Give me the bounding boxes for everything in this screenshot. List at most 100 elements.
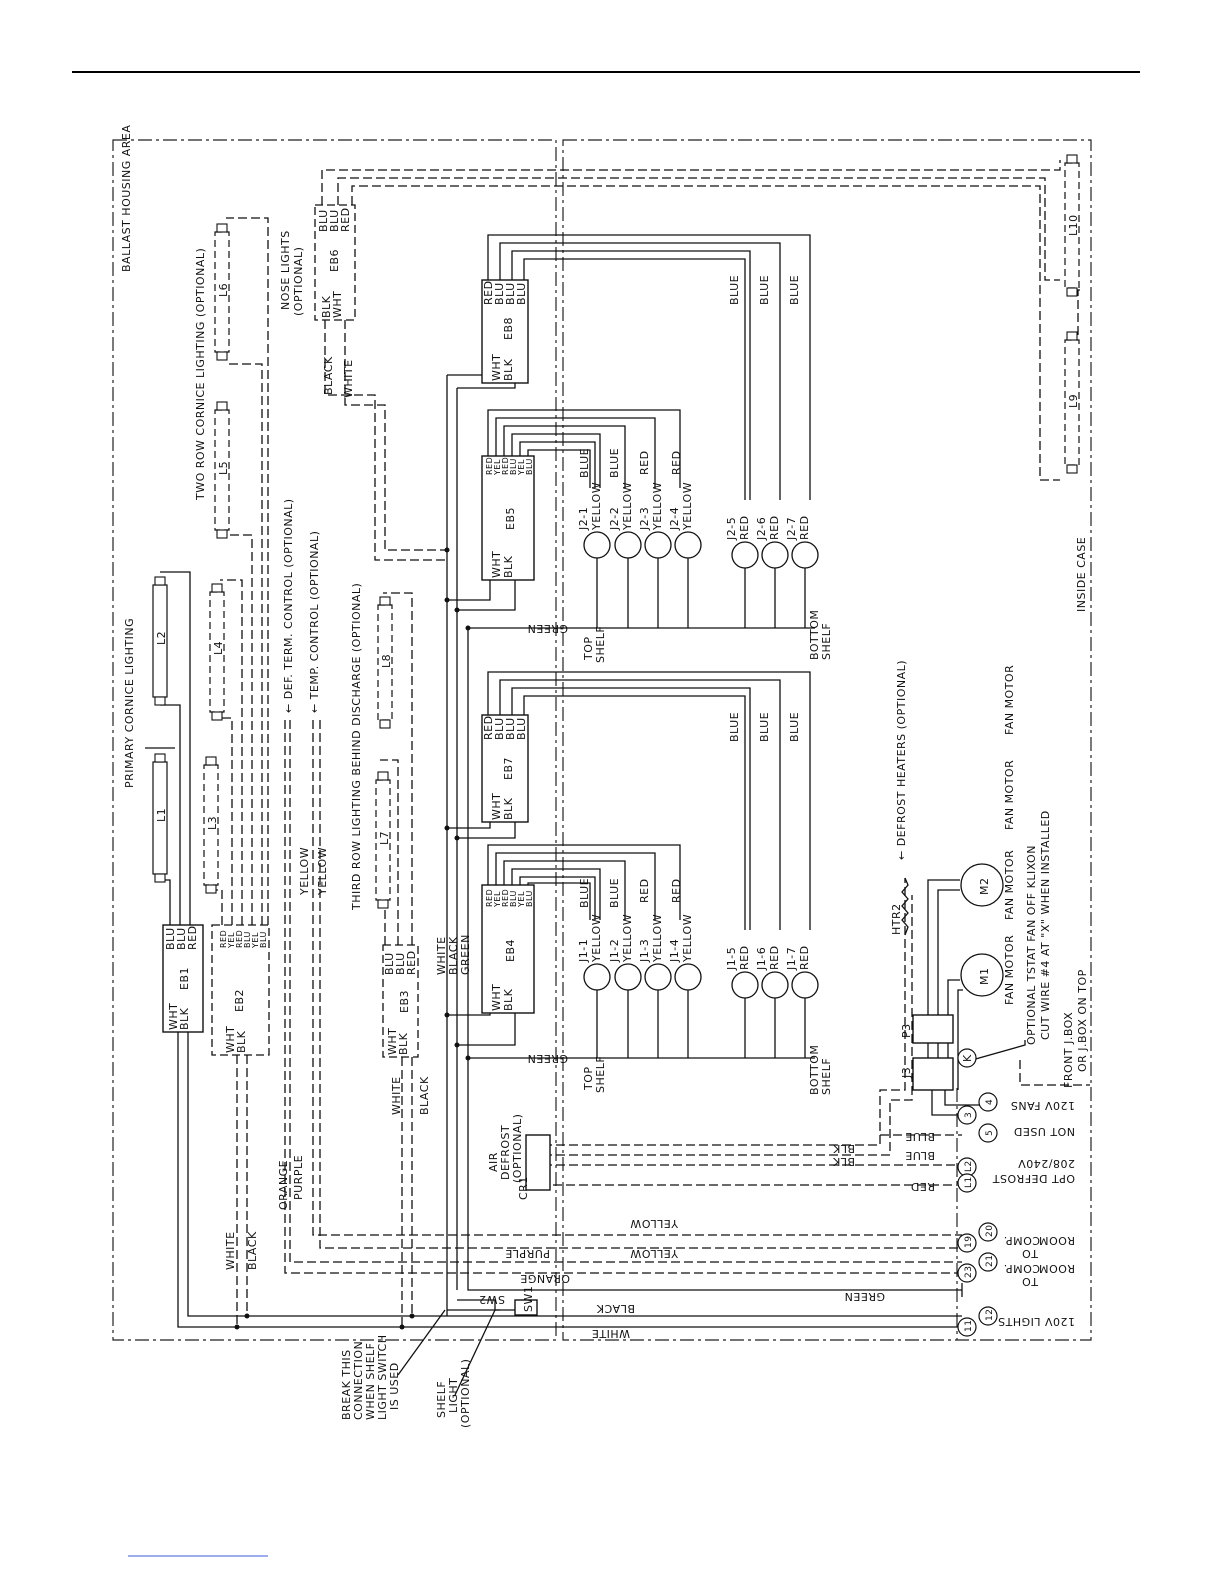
socket-J2-7 [791, 541, 819, 569]
ballast-EB7 [481, 714, 529, 823]
defrost-volt-label: 208/240V [1018, 1157, 1075, 1170]
socket-J1-6 [761, 971, 789, 999]
eb4-pin: BLU [509, 890, 518, 907]
eb5-pin: YEL [493, 459, 502, 476]
nose-white-label: WHITE [342, 359, 355, 398]
eb7-feed-blk [457, 822, 516, 839]
eb4-pin: YEL [517, 891, 526, 908]
defrost-blu-1 [530, 878, 906, 1146]
j2-3-label: J2-3 [638, 507, 651, 531]
fan-motor-label-4: FAN MOTOR [1003, 665, 1016, 735]
eb2-pin: RED [219, 930, 228, 948]
eb6-wht: WHT [331, 291, 344, 318]
j1-wire-red: RED [768, 945, 781, 970]
eb2-wires-6 [226, 217, 269, 925]
eb5-pin: RED [501, 457, 510, 475]
eb3-red: RED [405, 950, 418, 975]
green-label: GREEN [527, 622, 568, 635]
socket-J2-1 [583, 531, 611, 559]
j1-wire-yellow: YELLOW [621, 914, 634, 963]
j1-3-label: J1-3 [638, 939, 651, 963]
eb3-wires-2 [380, 759, 399, 945]
terminal-L1 [957, 1173, 977, 1193]
lamp-cap [205, 756, 217, 766]
eb4-pin: RED [485, 889, 494, 907]
socket-J2-5 [731, 541, 759, 569]
eb7-blu2: BLU [504, 717, 517, 740]
j1-1-label: J1-1 [577, 939, 590, 963]
eb4-pin: BLU [525, 890, 534, 907]
j1-wire-red: RED [798, 945, 811, 970]
eb2-wht: WHT [224, 1026, 237, 1053]
eb6-name: EB6 [328, 249, 341, 272]
j1-4-label: J1-4 [668, 939, 681, 963]
inside-case-label: INSIDE CASE [1075, 537, 1088, 612]
eb7-red [487, 671, 811, 930]
wire-blue-tag: BLUE [758, 712, 771, 742]
two-row-cornice-label: TWO ROW CORNICE LIGHTING (OPTIONAL) [194, 248, 207, 501]
eb6-blu2 [337, 177, 1060, 281]
blue-wire-label: BLUE [905, 1130, 935, 1143]
fan-motor-M2 [960, 863, 1004, 907]
sw1-label: SW1 [522, 1286, 535, 1312]
l9-l10-link [1077, 289, 1080, 335]
orange-wire-label: ORANGE [520, 1272, 570, 1285]
eb5-pin: YEL [517, 459, 526, 476]
eb2-pin: YEL [251, 932, 260, 949]
terminal-L2-num: L2 [964, 1160, 974, 1172]
lamp-cap [216, 223, 228, 233]
eb1-blu1: BLU [164, 927, 177, 950]
eb5-red2 [503, 425, 626, 488]
j3-to-terminals-2 [944, 1090, 985, 1106]
eb7-blu1: BLU [493, 717, 506, 740]
socket-J2-2 [614, 531, 642, 559]
defrost-heaters-label: ← DEFROST HEATERS (OPTIONAL) [895, 660, 908, 860]
socket-J2-4 [674, 531, 702, 559]
lamp-L6-label: L6 [217, 283, 230, 297]
switch-SW1 [514, 1299, 538, 1316]
blue-wire-label-2: BLUE [905, 1149, 935, 1162]
shelf-light-note-3: (OPTIONAL) [459, 1359, 472, 1428]
bottom-shelf-label-2: SHELF [820, 623, 833, 660]
shelf-light-note-2: LIGHT [447, 1378, 460, 1413]
eb4-feed-blk [457, 1013, 516, 1046]
lamp-L7-label: L7 [378, 831, 391, 845]
lamp-cap [211, 711, 223, 721]
m2-label: M2 [978, 878, 991, 896]
junction-dot [465, 625, 471, 631]
j2-4-label: J2-4 [668, 507, 681, 531]
ballast-EB1 [162, 924, 204, 1033]
terminal-circles [957, 1092, 998, 1337]
eb3-white-label: WHITE [390, 1076, 403, 1115]
riser-white-label: WHITE [435, 936, 448, 975]
eb5-feed-blk [457, 580, 516, 611]
def-term-label: ← DEF. TERM. CONTROL (OPTIONAL) [282, 498, 295, 713]
green-wire-label: GREEN [844, 1290, 885, 1303]
eb2-wires-4 [226, 534, 253, 925]
junction-dot [465, 1055, 471, 1061]
terminal-20 [978, 1222, 998, 1242]
nose-lights-label: NOSE LIGHTS [279, 230, 292, 310]
eb1-blu1 [160, 879, 171, 925]
wire-blue-tag: BLUE [788, 275, 801, 305]
eb2-pin: BLU [243, 931, 252, 948]
eb4-red2 [503, 860, 626, 920]
j2-wire-yellow: YELLOW [621, 482, 634, 531]
terminal-12 [978, 1306, 998, 1326]
socket-J1-3 [644, 963, 672, 991]
top-shelf-label-2: SHELF [594, 626, 607, 663]
fan-motor-label-2: FAN MOTOR [1003, 850, 1016, 920]
terminal-4 [978, 1092, 998, 1112]
primary-cornice-label: PRIMARY CORNICE LIGHTING [123, 618, 136, 788]
eb7-blu1 [499, 679, 781, 930]
eb6-red: RED [339, 207, 352, 232]
eb8-blk: BLK [502, 358, 515, 381]
junction-dots [234, 547, 471, 1330]
eb4-name: EB4 [504, 939, 517, 962]
eb5-wht: WHT [490, 551, 503, 578]
defrost-parts [514, 863, 1004, 1316]
break-leader [397, 1309, 446, 1376]
comp-room-2-a: COMP. [1003, 1262, 1040, 1275]
sw2-label: SW2 [479, 1293, 505, 1306]
terminal-23 [957, 1263, 977, 1283]
